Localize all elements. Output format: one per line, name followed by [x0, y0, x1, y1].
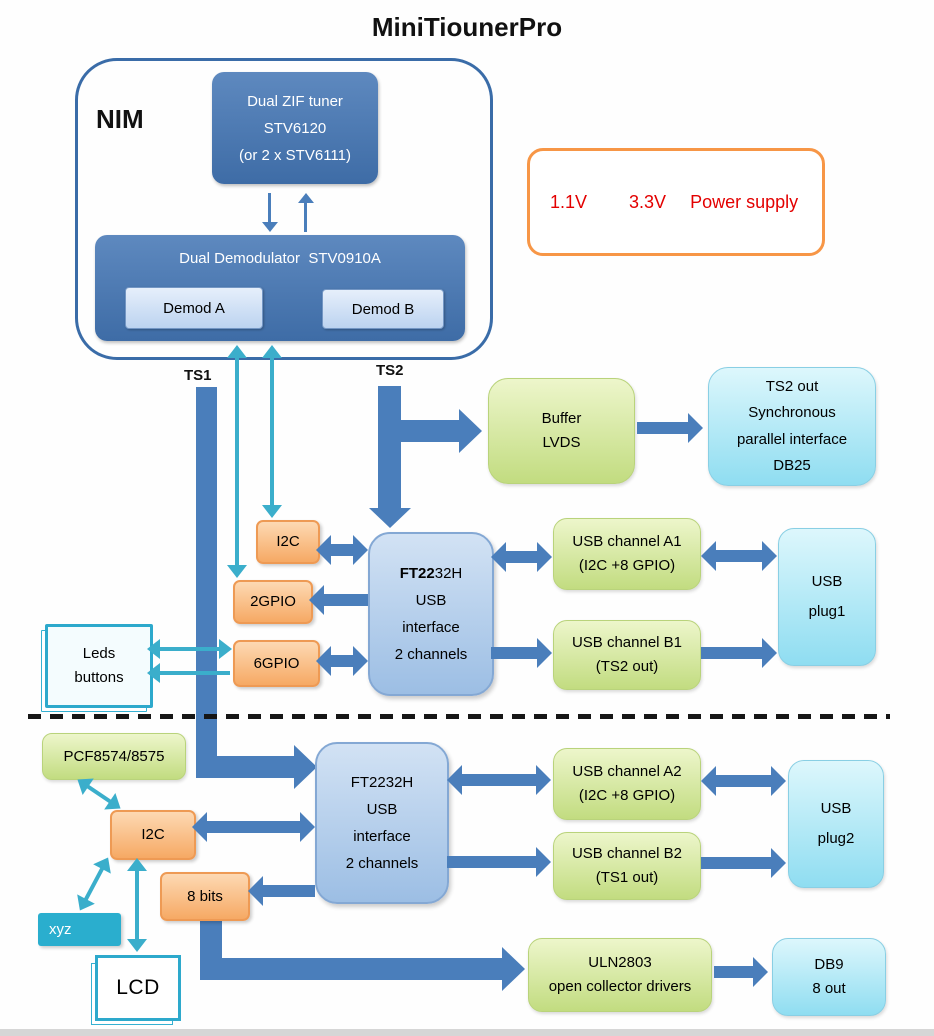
i2c-lcd-signal-arrow: [127, 858, 147, 952]
tuner-block: Dual ZIF tuner STV6120 (or 2 x STV6111): [212, 72, 378, 184]
ft2232h-upper-line3: interface: [402, 619, 460, 636]
gpio2-block: 2GPIO: [233, 580, 313, 624]
ts2-out-line4: DB25: [773, 456, 811, 474]
usb-a2-line2: (I2C +8 GPIO): [578, 787, 676, 804]
usb-a1-line1: USB channel A1: [572, 533, 682, 550]
i2c-upper-block: I2C: [256, 520, 320, 564]
nim-label: NIM: [96, 104, 144, 134]
usb-b1-line1: USB channel B1: [571, 634, 683, 651]
ft-a1-arrow: [491, 542, 552, 572]
tuner-demod-up-arrow: [298, 193, 314, 232]
usb-channel-b1-block: USB channel B1 (TS2 out): [553, 620, 701, 690]
i2c-lower-block: I2C: [110, 810, 196, 860]
ft2232h-lower-line1: FT2232H: [350, 774, 414, 791]
ts2-out-line3: parallel interface: [736, 430, 848, 448]
usb-a1-line2: (I2C +8 GPIO): [578, 557, 676, 574]
buffer-to-db25-arrow: [637, 413, 703, 443]
demod-b-block: Demod B: [322, 289, 444, 329]
db9-line2: 8 out: [812, 980, 846, 997]
usb-channel-a1-block: USB channel A1 (I2C +8 GPIO): [553, 518, 701, 590]
uln-line2: open collector drivers: [548, 978, 692, 995]
usb-b1-line2: (TS2 out): [595, 658, 659, 675]
leds-6gpio-signal-arrow-1: [147, 639, 232, 659]
i2c-xyz-signal-arrow: [71, 852, 117, 916]
tuner-demod-down-arrow: [262, 193, 278, 232]
usb-channel-a2-block: USB channel A2 (I2C +8 GPIO): [553, 748, 701, 820]
i2c-ft2-arrow: [192, 812, 315, 842]
ft2232h-lower-line2: USB: [366, 801, 398, 818]
gpio6-block: 6GPIO: [233, 640, 320, 687]
xyz-block: xyz: [38, 913, 121, 946]
usb-channel-b2-block: USB channel B2 (TS1 out): [553, 832, 701, 900]
b2-plug2-arrow: [701, 848, 786, 878]
ft-b1-arrow: [491, 638, 552, 668]
uln-line1: ULN2803: [588, 954, 652, 971]
window-bottom-edge: [0, 1029, 934, 1036]
buffer-line2: LVDS: [542, 434, 581, 451]
usb-b2-line2: (TS1 out): [595, 869, 659, 886]
plug2-line1: USB: [820, 800, 852, 817]
buffer-line1: Buffer: [541, 410, 582, 427]
tuner-line2: STV6120: [263, 119, 327, 137]
power-1v1-label: 1.1V: [550, 191, 588, 212]
a1-plug1-arrow: [701, 541, 777, 571]
uln-db9-arrow: [714, 957, 768, 987]
ft-2gpio-arrow: [309, 585, 368, 615]
plug2-line2: plug2: [817, 830, 855, 847]
usb-plug2-block: USB plug2: [788, 760, 884, 888]
section-divider: [28, 714, 890, 719]
6gpio-ft-arrow: [316, 646, 368, 676]
buffer-lvds-block: Buffer LVDS: [488, 378, 635, 484]
leds-6gpio-signal-arrow-2: [147, 663, 232, 683]
usb-a2-line1: USB channel A2: [572, 763, 682, 780]
ft2-a2-arrow: [447, 765, 551, 795]
leds-line2: buttons: [74, 669, 124, 686]
bits8-block: 8 bits: [160, 872, 250, 921]
ft2232h-lower-line3: interface: [353, 828, 411, 845]
i2c-ft-arrow: [316, 535, 368, 565]
demodulator-block: Dual Demodulator STV0910A Demod A Demod …: [95, 235, 465, 341]
demodulator-title: Dual Demodulator STV0910A: [179, 250, 381, 267]
power-supply-block: 1.1V 3.3V Power supply: [527, 148, 825, 256]
uln2803-block: ULN2803 open collector drivers: [528, 938, 712, 1012]
db9-line1: DB9: [814, 956, 844, 973]
demod-2gpio-signal-arrow: [227, 345, 247, 578]
ts1-label: TS1: [184, 367, 212, 384]
ft2-8bits-arrow: [248, 876, 315, 906]
lcd-block: LCD: [95, 955, 181, 1021]
db9-block: DB9 8 out: [772, 938, 886, 1016]
ft2232h-upper-block: FT2232H USB interface 2 channels: [368, 532, 494, 696]
usb-b2-line1: USB channel B2: [571, 845, 683, 862]
ft2232h-upper-part-bold: FT22: [399, 565, 435, 582]
a2-plug2-arrow: [701, 766, 786, 796]
b1-plug1-arrow: [701, 638, 777, 668]
ft2-b2-arrow: [447, 847, 551, 877]
plug1-line2: plug1: [808, 603, 846, 620]
tuner-line3: (or 2 x STV6111): [239, 146, 351, 164]
ft2232h-upper-line1: FT2232H: [400, 560, 463, 587]
ts2-out-line1: TS2 out: [765, 378, 819, 395]
plug1-line1: USB: [811, 573, 843, 590]
pcf8574-block: PCF8574/8575: [42, 733, 186, 780]
ts2-out-db25-block: TS2 out Synchronous parallel interface D…: [708, 367, 876, 486]
power-supply-label: Power supply: [690, 191, 799, 212]
ft2232h-upper-line2: USB: [415, 592, 447, 609]
page-title: MiniTiounerPro: [371, 12, 563, 42]
nim-frame: [75, 58, 493, 360]
ft2232h-lower-line4: 2 channels: [345, 855, 419, 872]
ft2232h-upper-part-rest: 32H: [434, 565, 463, 582]
usb-plug1-block: USB plug1: [778, 528, 876, 666]
ft2232h-lower-block: FT2232H USB interface 2 channels: [315, 742, 449, 904]
leds-buttons-block: Leds buttons: [45, 624, 153, 708]
power-3v3-label: 3.3V: [629, 191, 667, 212]
leds-line1: Leds: [82, 645, 116, 662]
ts2-label: TS2: [376, 362, 404, 379]
ft2232h-upper-line4: 2 channels: [394, 646, 468, 663]
demod-i2c-signal-arrow: [262, 345, 282, 518]
tuner-line1: Dual ZIF tuner: [247, 92, 343, 110]
demod-a-block: Demod A: [125, 287, 263, 329]
ts2-out-line2: Synchronous: [748, 404, 836, 422]
